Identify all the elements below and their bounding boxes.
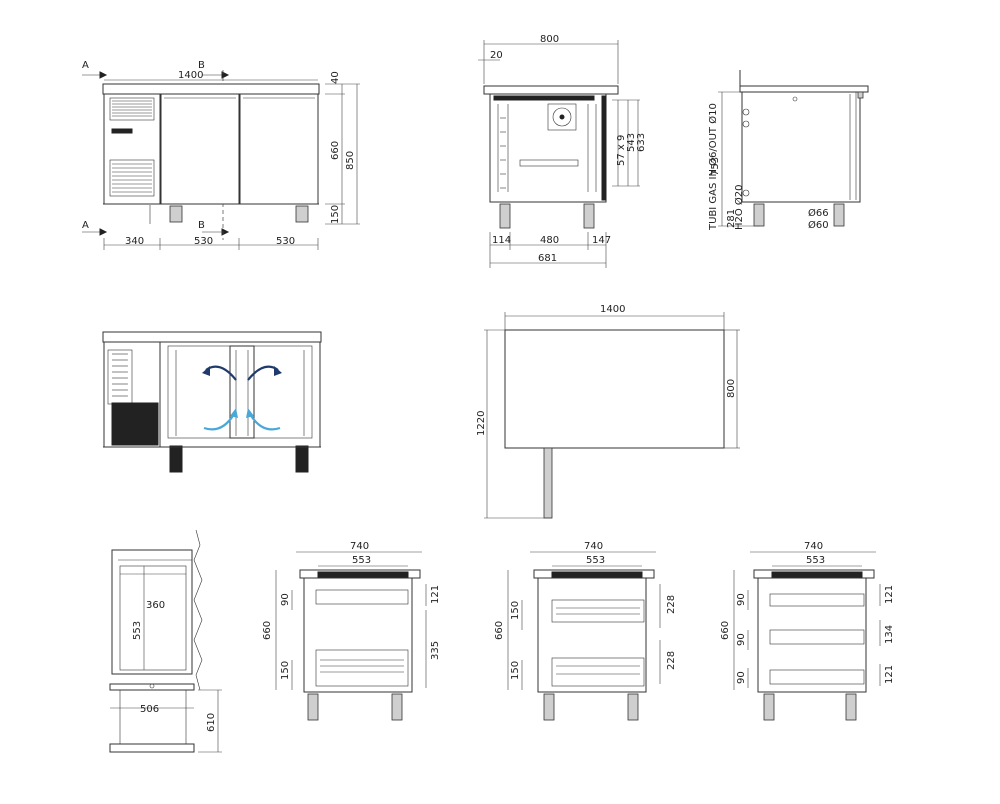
drawer1-outer-label: 740 [350,541,369,552]
drawer2-total-label: 660 [494,621,505,640]
tray-height-label: 610 [206,713,217,732]
drawer3-h1-label: 90 [736,593,747,606]
front-door-right [239,93,319,205]
tray-width-label: 360 [146,600,165,611]
front-width-label: 1400 [178,70,203,81]
drawer1-r2-label: 335 [430,641,441,660]
side-height-label: 753 [710,157,721,176]
drain-height-label: 281 [726,209,737,228]
airflow-in-right-arrow [249,413,281,431]
condenser-block [111,402,159,446]
drawer3-r1-label: 121 [884,585,895,604]
drawer2-outer-label: 740 [584,541,603,552]
drawer1-inner-label: 553 [352,555,371,566]
drawer-view-2: 740 553 660 150 150 228 228 [494,541,677,721]
drawer3-h3-label: 90 [736,671,747,684]
section-rails [497,104,597,192]
section-a-bottom: A [82,220,89,231]
inner-width-label: 480 [540,235,559,246]
drawer3-r3-label: 121 [884,665,895,684]
side-view: 753 TUBI GAS IN Ø6/OUT Ø10 281 H2O Ø20 Ø… [707,70,869,231]
top-depth-label: 800 [726,379,737,398]
overhang-label: 20 [490,50,503,61]
leg-outer-label: Ø66 [808,207,829,219]
section-a-top: A [82,60,89,71]
drawer1-h2-label: 150 [280,661,291,680]
leg-height-label: 150 [330,205,341,224]
door-left-width-label: 530 [194,236,213,247]
drawer-view-1: 740 553 660 90 150 121 335 [262,541,441,721]
drawer2-h1-label: 150 [510,601,521,620]
leg-right-label: 147 [592,235,611,246]
drawer3-total-label: 660 [720,621,731,640]
section-depth-label: 800 [540,34,559,45]
tray-section-view: 360 553 506 610 [109,529,222,753]
door-height-label: 660 [330,141,341,160]
front-door-left [160,93,240,205]
leg-inner-label: Ø60 [808,219,829,231]
drawer2-inner-label: 553 [586,555,605,566]
drawer-view-3: 740 553 660 90 90 90 121 134 121 [720,541,895,721]
front-view: A A B B 1400 [82,60,360,250]
rail-size-label: 57 x 9 [616,135,627,166]
open-front-view [102,331,322,473]
height-633-label: 633 [636,133,647,152]
drawer1-h1-label: 90 [280,593,291,606]
total-height-label: 850 [345,151,356,170]
drawer2-h2-label: 150 [510,661,521,680]
drawer3-h2-label: 90 [736,633,747,646]
base-width-label: 681 [538,253,557,264]
tray-depth-label: 553 [132,621,143,640]
section-b-bottom: B [198,220,205,231]
door-right-width-label: 530 [276,236,295,247]
upper-grille [112,100,152,117]
drawer3-outer-label: 740 [804,541,823,552]
leg-left-label: 114 [492,235,511,246]
section-b-top: B [198,60,205,71]
drawer3-inner-label: 553 [806,555,825,566]
lower-grille [109,159,155,197]
top-thickness-label: 40 [330,71,341,84]
drawer2-r2-label: 228 [666,651,677,670]
gas-label: TUBI GAS IN Ø6/OUT Ø10 [707,103,719,231]
inner-height-label: 543 [626,133,637,152]
tray-inner-width-label: 506 [140,704,159,715]
drawer2-r1-label: 228 [666,595,677,614]
airflow-in-left-arrow [203,413,235,431]
top-width-label: 1400 [600,304,625,315]
top-total-depth-label: 1220 [476,411,487,436]
drawer1-total-label: 660 [262,621,273,640]
compartment-width-label: 340 [125,236,144,247]
drawer1-r1-label: 121 [430,585,441,604]
drawer3-r2-label: 134 [884,625,895,644]
top-view: 1400 800 1220 [476,304,740,519]
side-section-view: 800 20 57 x 9 543 633 [478,34,647,268]
water-label: H2O Ø20 [733,184,745,230]
